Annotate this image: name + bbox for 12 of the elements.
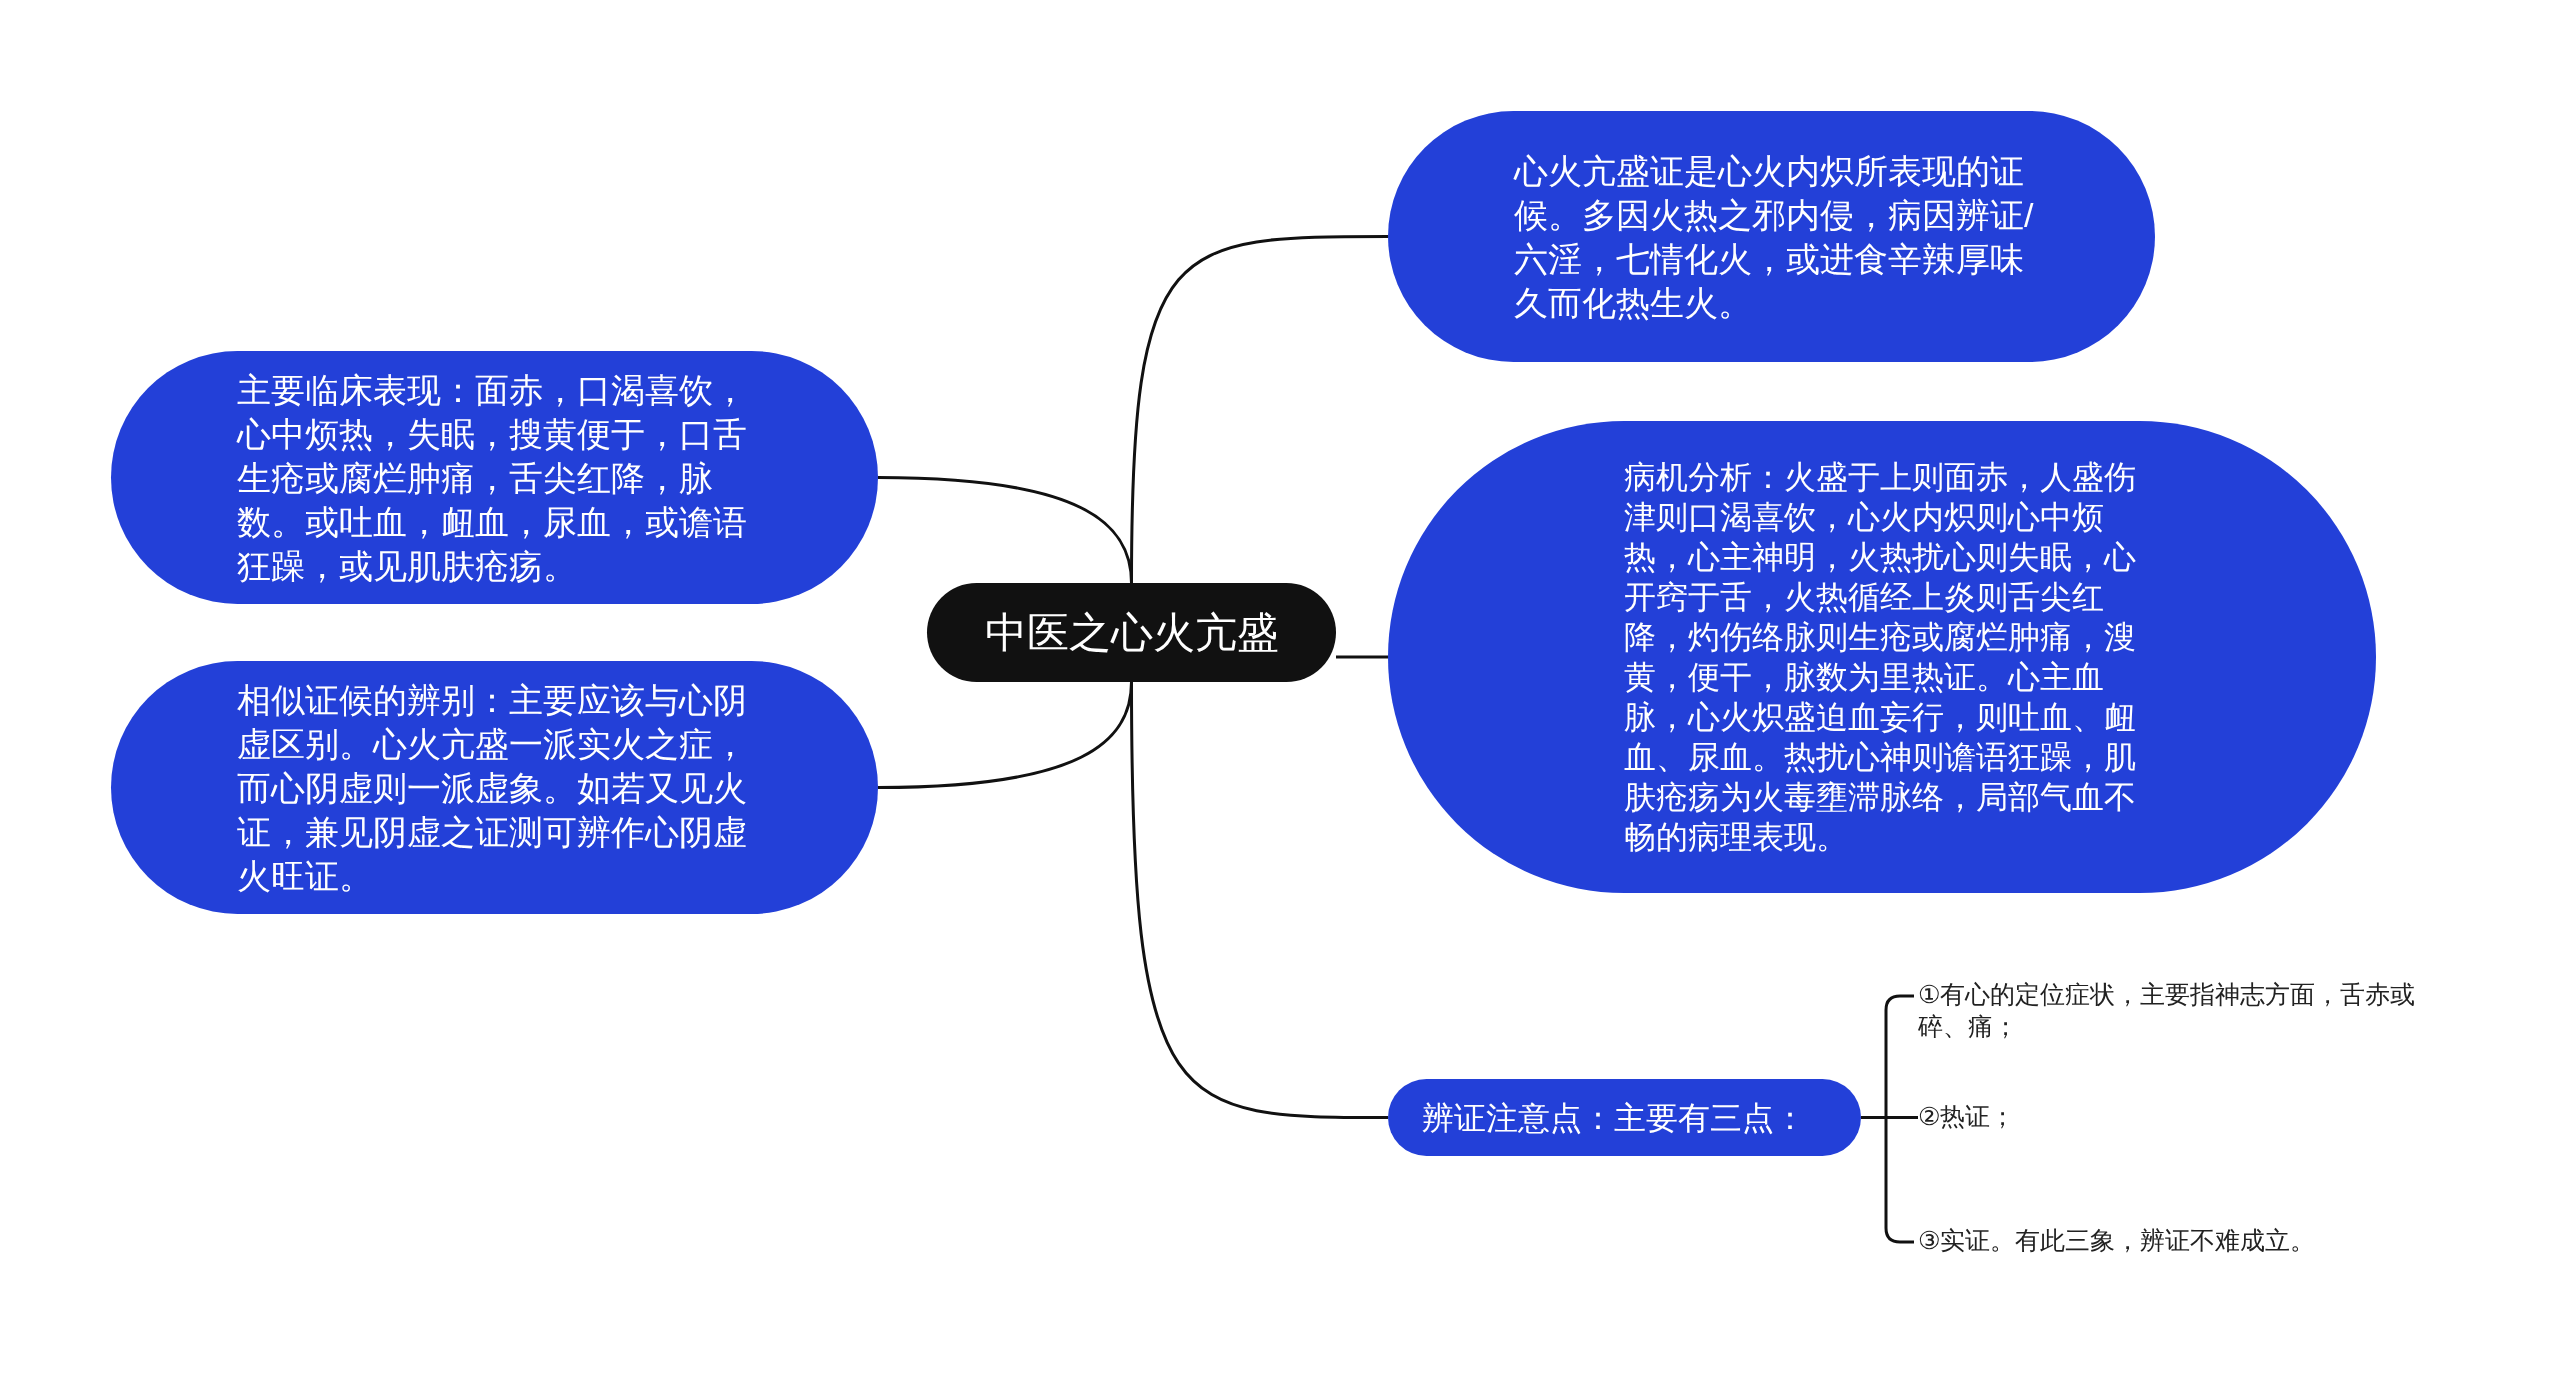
note-text: ③实证。有此三象，辨证不难成立。 (1918, 1224, 2458, 1260)
connector (1130, 235, 1388, 583)
central-topic: 中医之心火亢盛 (927, 583, 1336, 682)
topic-box: 病机分析：火盛于上则面赤，人盛伤津则口渴喜饮，心火内炽则心中烦热，心主神明，火热扰心则失眠，心开窍于舌，火热循经上炎则舌尖红降，灼伤络脉则生疮或腐烂肿痛，溲黄，便干，脉数为里热证。心主血脉，心火炽盛迫血妄行，则吐血、衄血、尿血。热扰心神则谵语狂躁，肌肤疮疡为火毒壅滞脉络，局部气血不畅的病理表现。 (1388, 421, 2376, 893)
note-text: ②热证； (1918, 1100, 2458, 1136)
topic-box: 相似证候的辨别：主要应该与心阴虚区别。心火亢盛一派实火之症，而心阴虚则一派虚象。如若又见火证，兼见阴虚之证测可辨作心阴虚火旺证。 (111, 661, 878, 914)
topic-box: 主要临床表现：面赤，口渴喜饮，心中烦热，失眠，搜黄便于，口舌生疮或腐烂肿痛，舌尖红降，脉数。或吐血，衄血，尿血，或谵语狂躁，或见肌肤疮疡。 (111, 351, 878, 604)
topic-box: 辨证注意点：主要有三点： (1388, 1079, 1861, 1156)
note-text: ①有心的定位症状，主要指神志方面，舌赤或碎、痛； (1918, 978, 2458, 1048)
connector (1336, 655, 1388, 659)
topic-box: 心火亢盛证是心火内炽所表现的证候。多因火热之邪内侵，病因辨证/六淫，七情化火，或进食辛辣厚味久而化热生火。 (1388, 111, 2155, 362)
connector (1130, 682, 1388, 1119)
